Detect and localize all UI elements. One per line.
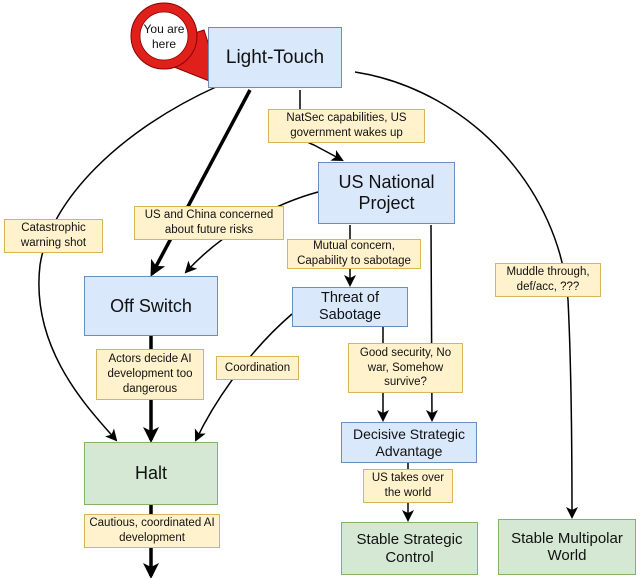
node-threat-of-sabotage-label: Threat of Sabotage (318, 290, 382, 323)
node-us-national-project: US National Project (318, 162, 455, 224)
edge-label-good-security: Good security, No war, Somehow survive? (348, 343, 463, 393)
node-stable-multipolar-world-label: Stable Multipolar World (511, 529, 623, 564)
edge-label-muddle-through: Muddle through, def/acc, ??? (495, 263, 601, 297)
edge-label-coordination: Coordination (216, 356, 299, 380)
you-are-here-label: You are here (143, 22, 185, 51)
node-us-national-project-label: US National Project (338, 172, 435, 213)
edge-lighttouch-to-offswitch (150, 89, 252, 277)
edge-label-natsec: NatSec capabilities, US government wakes… (268, 109, 425, 143)
edge-lighttouch-to-halt (38, 85, 219, 442)
edge-label-cautious: Cautious, coordinated AI development (84, 514, 220, 548)
node-light-touch: Light-Touch (208, 27, 342, 88)
node-halt-label: Halt (134, 463, 167, 484)
node-off-switch: Off Switch (84, 276, 218, 336)
node-dsa-label: Decisive Strategic Advantage (352, 426, 466, 459)
edge-label-us-takes-over: US takes over the world (363, 469, 453, 503)
node-stable-strategic-control: Stable Strategic Control (341, 522, 478, 575)
node-halt: Halt (84, 442, 218, 505)
node-stable-multipolar-world: Stable Multipolar World (498, 519, 636, 575)
edge-label-mutual-concern: Mutual concern, Capability to sabotage (287, 239, 421, 269)
edge-label-actors-decide: Actors decide AI development too dangero… (96, 349, 204, 400)
edge-label-us-china: US and China concerned about future risk… (134, 206, 284, 240)
node-light-touch-label: Light-Touch (225, 46, 325, 68)
node-decisive-strategic-advantage: Decisive Strategic Advantage (341, 422, 477, 463)
node-stable-strategic-control-label: Stable Strategic Control (356, 531, 463, 566)
edge-label-catastrophic-warning-shot: Catastrophic warning shot (4, 219, 103, 253)
node-threat-of-sabotage: Threat of Sabotage (292, 287, 408, 327)
node-off-switch-label: Off Switch (110, 295, 192, 316)
